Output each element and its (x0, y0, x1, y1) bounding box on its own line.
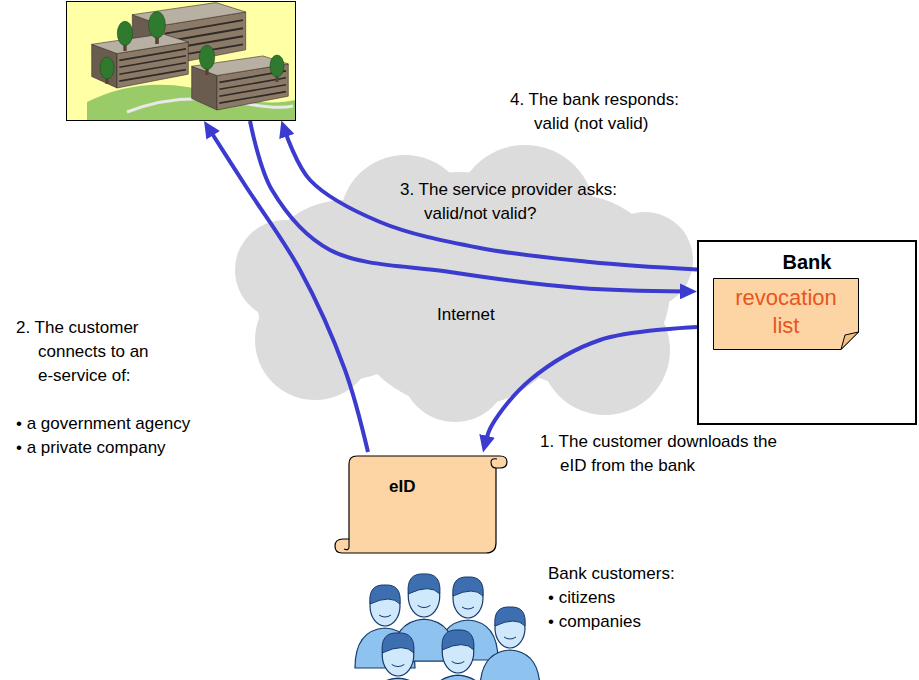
step-label: 4. The bank responds: valid (not valid) (510, 88, 700, 136)
person-shoulders (480, 650, 540, 680)
person-mouth (462, 607, 474, 609)
person-hair (442, 630, 474, 650)
scroll-body (335, 456, 507, 553)
window-row (219, 92, 286, 104)
flow-arrow (486, 327, 697, 442)
step-label: 3. The service provider asks: valid/not … (400, 178, 640, 226)
step-label: 2. The customer connects to an e-service… (16, 316, 166, 388)
window-row (119, 49, 186, 61)
person-figure (367, 633, 430, 680)
person-hair (495, 607, 525, 626)
node-text: Internet (437, 305, 495, 325)
person-hair (382, 633, 414, 653)
person-shoulders (427, 675, 490, 680)
group-heading: Bank customers: (548, 562, 675, 586)
person-mouth (392, 664, 405, 666)
bullet-item: • companies (548, 610, 641, 634)
node-text: revocation list (726, 284, 846, 340)
tree-crown (149, 12, 166, 38)
node-text: Bank (783, 250, 832, 274)
service-provider-box (66, 1, 296, 121)
bank-box: Bank revocation list (697, 240, 917, 425)
person-hair (370, 585, 400, 604)
cloud-puff (401, 314, 509, 422)
tree-crown (270, 55, 284, 77)
note-fold (841, 332, 859, 350)
flow-arrow (285, 131, 697, 270)
window-row (165, 20, 243, 33)
eid-scroll: eID (333, 452, 508, 557)
buildings-illustration (67, 2, 295, 120)
person-mouth (379, 615, 391, 617)
person-figure (480, 607, 540, 680)
note-body (714, 279, 859, 350)
window-row (119, 70, 186, 82)
window-row (119, 63, 186, 74)
bullet-item: • a government agency (16, 412, 190, 436)
cloud-puff (597, 212, 693, 308)
person-figure (427, 630, 490, 680)
person-mouth (504, 637, 516, 639)
person-mouth (418, 605, 431, 607)
scroll-shape (333, 452, 508, 557)
bullet-item: • citizens (548, 586, 615, 610)
person-shoulders (367, 678, 430, 680)
step-label: 1. The customer downloads the eID from t… (540, 430, 792, 478)
tree-crown (100, 57, 114, 79)
person-hair (408, 574, 440, 594)
person-hair (453, 577, 483, 596)
bullet-item: • a private company (16, 436, 166, 460)
scroll-curl (344, 539, 349, 550)
window-row (119, 56, 186, 68)
window-row (219, 85, 286, 97)
scroll-curl (491, 459, 497, 468)
node-text: eID (389, 476, 415, 498)
tree-crown (199, 45, 214, 69)
tree-crown (117, 21, 132, 45)
customers-group (355, 574, 540, 680)
revocation-list-note: revocation list (713, 278, 859, 350)
flow-arrow (210, 130, 368, 452)
person-mouth (452, 661, 465, 663)
